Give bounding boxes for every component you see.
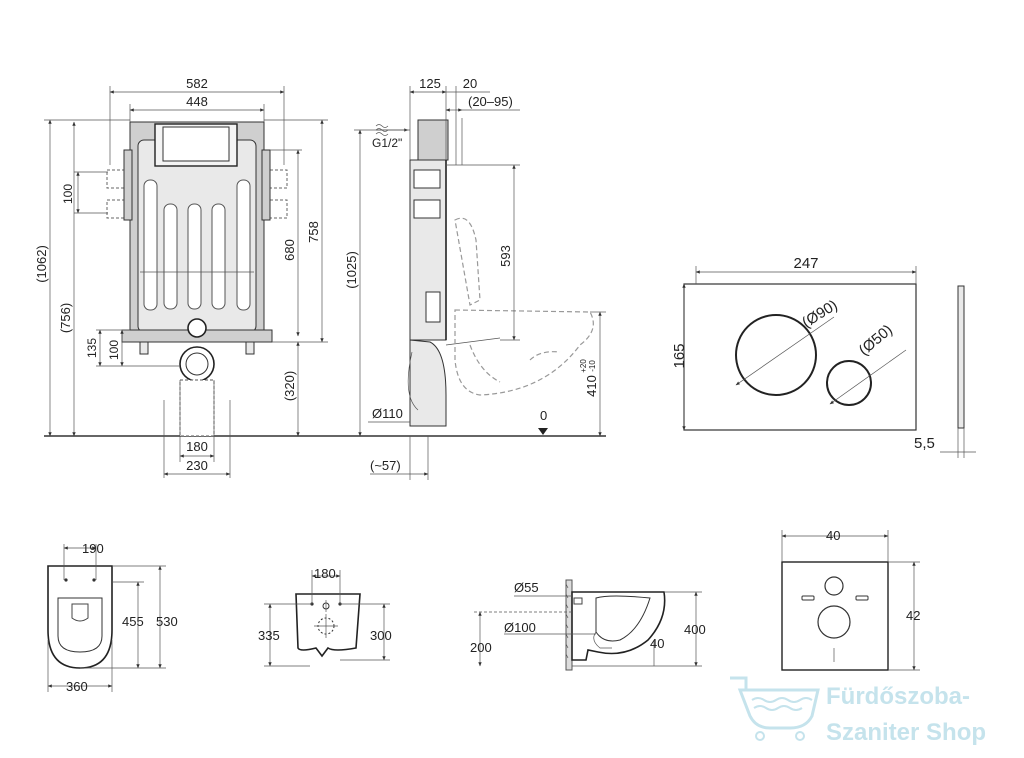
flush-plate: (Ø90) (Ø50) xyxy=(683,283,965,431)
dim-back-180: 180 xyxy=(314,566,336,581)
wall-plate: 40 42 xyxy=(781,528,920,671)
dim-d110: Ø110 xyxy=(372,406,403,421)
dim-530: 530 xyxy=(156,614,178,629)
dim-593: 593 xyxy=(498,245,513,267)
dim-d100: Ø100 xyxy=(504,620,536,635)
front-dimensions: 582 448 (1062) (756) 100 135 100 758 680 xyxy=(34,76,328,478)
dim-100-bottom: 100 xyxy=(107,340,121,360)
dim-100-top: 100 xyxy=(61,184,75,204)
dim-20: 20 xyxy=(463,76,477,91)
dim-455: 455 xyxy=(122,614,144,629)
frame-front-view xyxy=(106,121,288,437)
dim-758: 758 xyxy=(306,221,321,243)
dim-200: 200 xyxy=(470,640,492,655)
logo-line-2: Szaniter Shop xyxy=(826,719,986,746)
flush-button-small xyxy=(826,360,872,406)
dim-back-300: 300 xyxy=(370,628,392,643)
floor-zero-label: 0 xyxy=(540,408,547,423)
dim-410-tol-plus: +20 xyxy=(579,359,588,373)
dim-5-5: 5,5 xyxy=(914,435,935,452)
toilet-back-view: 180 335 300 xyxy=(258,566,392,667)
frame-side-view: G1/2" xyxy=(372,118,594,427)
flush-button-large xyxy=(735,314,817,396)
side-dimensions: 125 20 (20–95) (1025) 593 410 +20 -10 Ø1… xyxy=(344,76,606,480)
dim-135: 135 xyxy=(85,338,99,358)
dim-plate-42: 42 xyxy=(906,608,920,623)
dim-1025: (1025) xyxy=(344,251,359,289)
dim-410: 410 xyxy=(584,375,599,397)
dim-plate-40: 40 xyxy=(826,528,840,543)
dim-410-tol-minus: -10 xyxy=(588,360,597,372)
dim-247: 247 xyxy=(793,255,818,272)
dim-360: 360 xyxy=(66,679,88,694)
dim-165: 165 xyxy=(671,343,688,368)
logo-line-1: Fürdőszoba- xyxy=(826,683,970,710)
dim-20-95: (20–95) xyxy=(468,94,513,109)
dim-1062: (1062) xyxy=(34,245,49,283)
flush-plate-dimensions: 247 165 5,5 xyxy=(671,255,976,458)
dim-d55: Ø55 xyxy=(514,580,539,595)
dim-125: 125 xyxy=(419,76,441,91)
dim-756: (756) xyxy=(58,303,73,333)
toilet-side-view: Ø55 Ø100 200 400 40 xyxy=(470,579,706,671)
dim-320: (320) xyxy=(282,371,297,401)
dim-40: 40 xyxy=(650,636,664,651)
dim-180: 180 xyxy=(186,439,208,454)
dim-582: 582 xyxy=(186,76,208,91)
dim-57: (~57) xyxy=(370,458,401,473)
dim-400: 400 xyxy=(684,622,706,637)
toilet-top-view: 190 455 530 360 xyxy=(47,541,178,694)
dim-680: 680 xyxy=(282,239,297,261)
shop-logo: Fürdőszoba- Szaniter Shop xyxy=(730,676,986,746)
dim-448: 448 xyxy=(186,94,208,109)
dim-335: 335 xyxy=(258,628,280,643)
dim-230: 230 xyxy=(186,458,208,473)
dim-190: 190 xyxy=(82,541,104,556)
bathtub-icon xyxy=(730,676,820,741)
water-inlet-label: G1/2" xyxy=(372,136,402,150)
